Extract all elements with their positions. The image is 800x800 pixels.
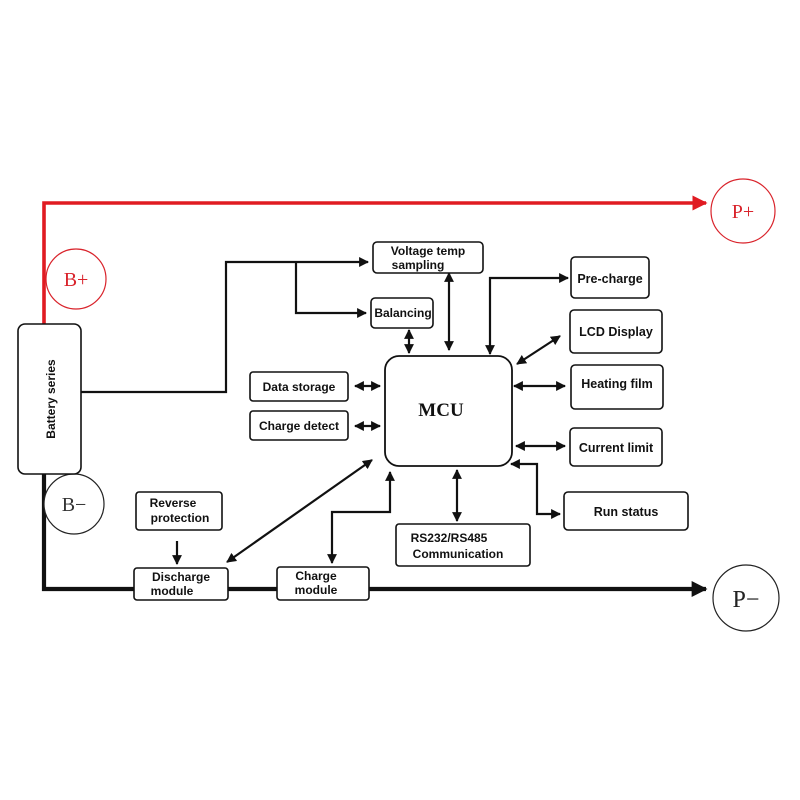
negative-power-line xyxy=(41,474,708,597)
positive-power-line xyxy=(42,195,708,324)
reverse-protection-label-line2: protection xyxy=(151,511,210,525)
run-status-block: Run status xyxy=(563,491,689,531)
charge-detect-block: Charge detect xyxy=(249,410,349,441)
charge-module-label-line1: Charge xyxy=(295,569,337,583)
balancing-block: Balancing xyxy=(370,297,434,329)
balancing-label: Balancing xyxy=(374,306,431,320)
data-storage-label: Data storage xyxy=(263,380,336,394)
p-minus-label: P− xyxy=(733,587,760,613)
mcu-label: MCU xyxy=(418,400,464,421)
charge-module-label-line2: module xyxy=(295,583,338,597)
communication-block: RS232/RS485 Communication xyxy=(395,523,531,567)
data-storage-block: Data storage xyxy=(249,371,349,402)
b-plus-terminal: B+ xyxy=(45,248,107,310)
communication-label-line1: RS232/RS485 xyxy=(411,531,488,545)
charge-module-mcu-link xyxy=(327,471,395,564)
reverse-protection-label-line1: Reverse xyxy=(150,496,197,510)
charge-detect-label: Charge detect xyxy=(259,419,339,433)
battery-series-block: Battery series xyxy=(17,323,82,475)
balancing-feed-line xyxy=(294,262,367,318)
lcd-display-block: LCD Display xyxy=(569,309,663,354)
discharge-mcu-link xyxy=(226,459,373,563)
battery-series-label: Battery series xyxy=(44,359,58,439)
p-plus-terminal: P+ xyxy=(710,178,776,244)
b-plus-label: B+ xyxy=(64,269,89,291)
voltage-temp-label-line2: sampling xyxy=(392,258,445,272)
discharge-module-label-line2: module xyxy=(151,584,194,598)
pre-charge-label: Pre-charge xyxy=(577,272,642,286)
heating-film-block: Heating film xyxy=(570,364,664,410)
discharge-module-label-line1: Discharge xyxy=(152,570,210,584)
current-limit-block: Current limit xyxy=(569,427,663,467)
discharge-module-block: Discharge module xyxy=(133,567,229,601)
lcd-display-label: LCD Display xyxy=(579,325,653,339)
charge-module-block: Charge module xyxy=(276,566,370,601)
pre-charge-block: Pre-charge xyxy=(570,256,650,299)
voltage-temp-sampling-block: Voltage temp sampling xyxy=(372,241,484,274)
run-status-mcu-link xyxy=(510,459,561,519)
heating-film-label: Heating film xyxy=(581,377,653,391)
communication-label-line2: Communication xyxy=(413,547,504,561)
mcu-block: MCU xyxy=(384,355,513,467)
p-minus-terminal: P− xyxy=(712,564,780,632)
p-plus-label: P+ xyxy=(732,201,754,223)
voltage-temp-label-line1: Voltage temp xyxy=(391,244,465,258)
lcd-mcu-link xyxy=(516,335,561,365)
reverse-protection-block: Reverse protection xyxy=(135,491,223,531)
b-minus-label: B− xyxy=(62,494,87,516)
current-limit-label: Current limit xyxy=(579,441,654,455)
precharge-mcu-link xyxy=(485,273,569,355)
run-status-label: Run status xyxy=(594,505,659,519)
b-minus-terminal: B− xyxy=(43,473,105,535)
